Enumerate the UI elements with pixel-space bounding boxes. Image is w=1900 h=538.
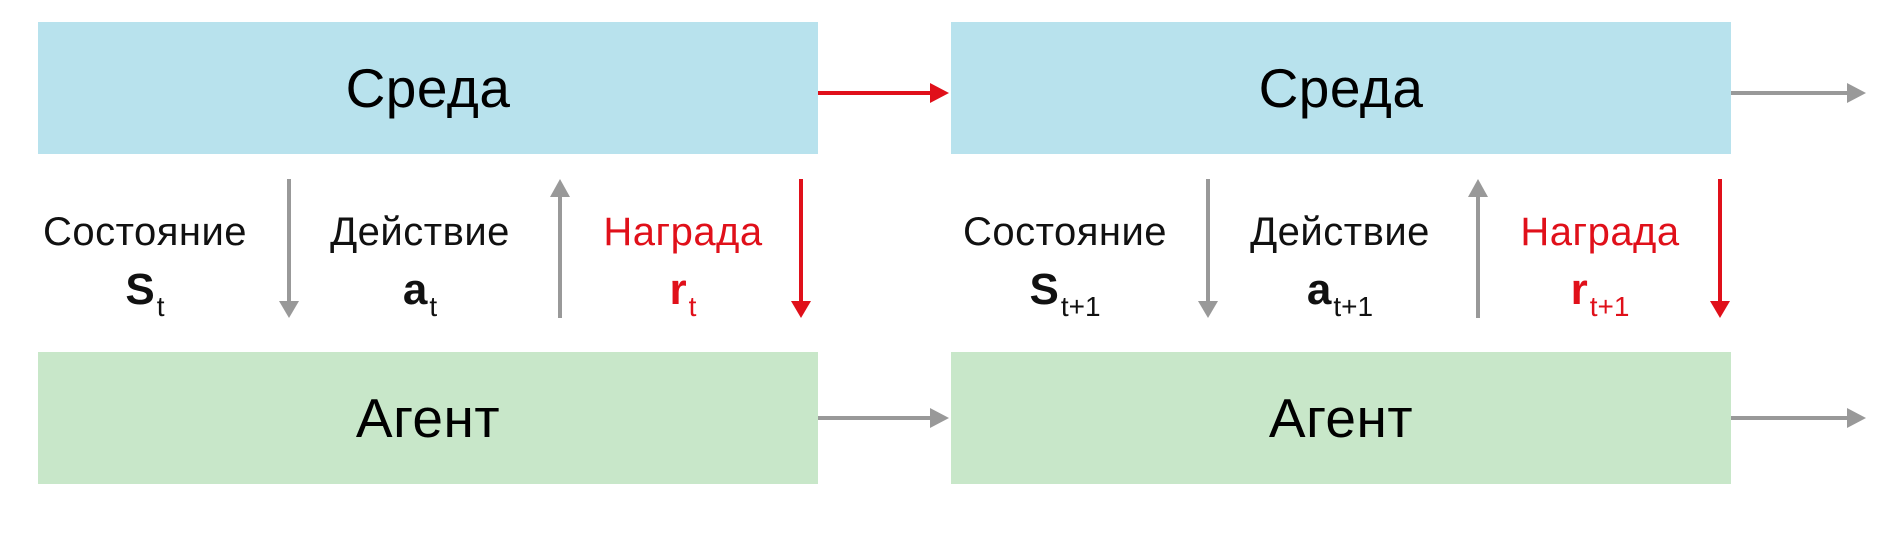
reward-title: Награда: [1520, 210, 1680, 254]
reward-arrow-down-icon: [791, 179, 811, 318]
environment-label: Среда: [345, 57, 511, 119]
reward-subscript: t+1: [1589, 291, 1630, 322]
environment-box-t1: Среда: [951, 22, 1731, 154]
reward-symbol-main: r: [1570, 265, 1588, 314]
action-label-t: Действие at: [310, 212, 530, 321]
state-symbol-main: S: [1029, 265, 1059, 314]
action-label-t1: Действие at+1: [1230, 212, 1450, 321]
state-label-t: Состояние St: [25, 212, 265, 321]
agent-next-arrow-icon: [1731, 408, 1866, 428]
state-label-t1: Состояние St+1: [945, 212, 1185, 321]
action-subscript: t: [429, 291, 438, 322]
reward-symbol: rt: [583, 268, 783, 321]
state-subscript: t+1: [1060, 291, 1101, 322]
reward-label-t1: Награда rt+1: [1500, 212, 1700, 321]
reward-label-t: Награда rt: [583, 212, 783, 321]
action-title: Действие: [1250, 210, 1430, 254]
state-title: Состояние: [42, 210, 248, 254]
action-title: Действие: [330, 210, 510, 254]
reward-symbol: rt+1: [1500, 268, 1700, 321]
action-symbol-main: a: [402, 265, 428, 314]
action-symbol: at+1: [1230, 268, 1450, 321]
reward-subscript: t: [688, 291, 697, 322]
reward-title: Награда: [603, 210, 763, 254]
agent-box-t1: Агент: [951, 352, 1731, 484]
state-symbol-main: S: [125, 265, 155, 314]
state-symbol: St: [25, 268, 265, 321]
reward-arrow-down-icon: [1710, 179, 1730, 318]
action-arrow-up-icon: [550, 179, 570, 318]
environment-next-arrow-icon: [1731, 83, 1866, 103]
environment-transition-arrow-red-icon: [818, 83, 949, 103]
agent-transition-arrow-icon: [818, 408, 949, 428]
agent-box-t: Агент: [38, 352, 818, 484]
environment-label: Среда: [1258, 57, 1424, 119]
state-arrow-down-icon: [1198, 179, 1218, 318]
action-arrow-up-icon: [1468, 179, 1488, 318]
agent-label: Агент: [355, 387, 501, 449]
state-arrow-down-icon: [279, 179, 299, 318]
state-symbol: St+1: [945, 268, 1185, 321]
environment-box-t: Среда: [38, 22, 818, 154]
state-title: Состояние: [962, 210, 1168, 254]
agent-label: Агент: [1268, 387, 1414, 449]
reward-symbol-main: r: [669, 265, 687, 314]
action-symbol: at: [310, 268, 530, 321]
action-symbol-main: a: [1306, 265, 1332, 314]
state-subscript: t: [156, 291, 165, 322]
action-subscript: t+1: [1333, 291, 1374, 322]
